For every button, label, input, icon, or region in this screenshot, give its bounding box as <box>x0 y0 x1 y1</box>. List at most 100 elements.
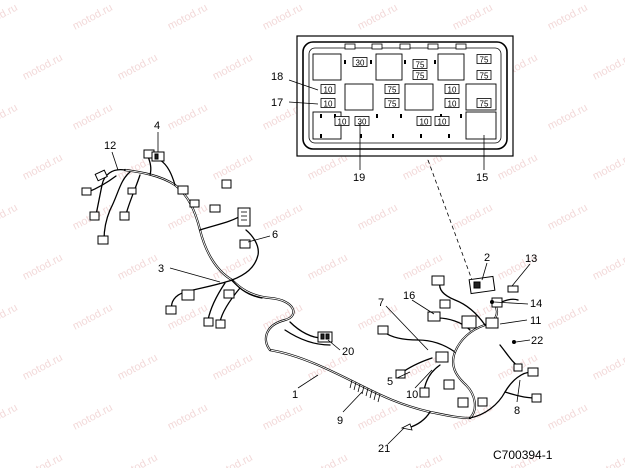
callout-16: 16 <box>403 290 415 302</box>
fuse-slot <box>434 116 450 126</box>
callout-9: 9 <box>337 415 343 427</box>
callout-13: 13 <box>525 253 537 265</box>
fuse-rating-label: 75 <box>480 56 489 65</box>
fuse-slot <box>320 84 336 94</box>
callout-11: 11 <box>530 315 541 327</box>
callout-5: 5 <box>387 376 393 388</box>
watermark-text: motod.ru <box>546 2 590 33</box>
watermark-text: motod.ru <box>71 2 115 33</box>
fuse-slot <box>352 57 368 67</box>
callout-1: 1 <box>292 389 298 401</box>
wiring-harness <box>87 155 536 429</box>
watermark-text: motod.ru <box>0 102 20 133</box>
callout-2: 2 <box>484 252 490 264</box>
relay-cavity <box>375 53 403 81</box>
watermark-text: motod.ru <box>306 252 350 283</box>
fuse-rating-label: 10 <box>420 118 429 127</box>
watermark-text: motod.ru <box>261 2 305 33</box>
fuse-rating-label: 75 <box>388 86 397 95</box>
callout-3: 3 <box>158 263 164 275</box>
watermark-text: motod.ru <box>356 402 400 433</box>
watermark-text: motod.ru <box>591 352 625 383</box>
relay-cavity <box>312 53 342 81</box>
callout-7: 7 <box>378 297 384 309</box>
fuse-slot <box>320 98 336 108</box>
watermark-text: motod.ru <box>211 152 255 183</box>
watermark-text: motod.ru <box>306 452 350 468</box>
watermark-text: motod.ru <box>546 202 590 233</box>
watermark-text: motod.ru <box>116 352 160 383</box>
fuse-rating-label: 10 <box>438 118 447 127</box>
callout-20: 20 <box>342 346 354 358</box>
watermark-text: motod.ru <box>166 102 210 133</box>
callout-12: 12 <box>104 140 116 152</box>
fuse-rating-label: 75 <box>480 100 489 109</box>
callout-8: 8 <box>514 405 520 417</box>
fuse-slot <box>412 70 428 80</box>
watermark-text: motod.ru <box>211 352 255 383</box>
callout-19: 19 <box>353 172 365 184</box>
watermark-text: motod.ru <box>546 302 590 333</box>
fuse-rating-label: 10 <box>338 118 347 127</box>
watermark-text: motod.ru <box>261 202 305 233</box>
watermark-text: motod.ru <box>401 452 445 468</box>
watermark-text: motod.ru <box>166 202 210 233</box>
watermark-text: motod.ru <box>116 252 160 283</box>
fuse-rating-label: 30 <box>356 59 365 68</box>
watermark-text: motod.ru <box>21 252 65 283</box>
callout-10: 10 <box>406 389 418 401</box>
watermark-text: motod.ru <box>166 402 210 433</box>
fuse-rating-label: 10 <box>448 100 457 109</box>
fuse-rating-label: 75 <box>416 61 425 70</box>
watermark-text: motod.ru <box>21 352 65 383</box>
watermark-text: motod.ru <box>71 402 115 433</box>
watermark-text: motod.ru <box>116 452 160 468</box>
callout-14: 14 <box>530 298 542 310</box>
watermark-text: motod.ru <box>261 402 305 433</box>
fuse-slot <box>384 84 400 94</box>
watermark-text: motod.ru <box>591 452 625 468</box>
fuse-rating-label: 30 <box>358 118 367 127</box>
watermark-text: motod.ru <box>71 302 115 333</box>
watermark-text: motod.ru <box>0 202 20 233</box>
watermark-text: motod.ru <box>451 2 495 33</box>
fuse-rating-label: 10 <box>448 86 457 95</box>
watermark-text: motod.ru <box>21 152 65 183</box>
fuse-rating-label: 75 <box>416 72 425 81</box>
watermark-text: motod.ru <box>71 102 115 133</box>
fuse-slot <box>444 98 460 108</box>
callout-18: 18 <box>271 71 283 83</box>
watermark-text: motod.ru <box>451 202 495 233</box>
watermark-text: motod.ru <box>356 202 400 233</box>
watermark-text: motod.ru <box>591 252 625 283</box>
watermark-text: motod.ru <box>356 2 400 33</box>
watermark-text: motod.ru <box>546 402 590 433</box>
fuse-rating-label: 10 <box>324 100 333 109</box>
watermark-text: motod.ru <box>166 2 210 33</box>
relay-cavity <box>437 53 465 81</box>
watermark-text: motod.ru <box>211 452 255 468</box>
callout-22: 22 <box>531 335 543 347</box>
callout-15: 15 <box>476 172 488 184</box>
fuse-slot <box>384 98 400 108</box>
connectors <box>81 149 542 431</box>
relay-cavity <box>344 83 374 111</box>
relay-cavity <box>465 111 497 140</box>
watermark-text: motod.ru <box>591 52 625 83</box>
drawing-code: C700394-1 <box>493 448 553 462</box>
relay-cavity <box>404 83 434 111</box>
fuse-slot <box>416 116 432 126</box>
watermark-text: motod.ru <box>591 152 625 183</box>
fuse-rating-label: 75 <box>480 72 489 81</box>
watermark-text: motod.ru <box>546 102 590 133</box>
fuse-slot <box>476 98 492 108</box>
watermark-text: motod.ru <box>211 52 255 83</box>
fuse-slot <box>354 116 370 126</box>
watermark-text: motod.ru <box>0 2 20 33</box>
fuse-slot <box>334 116 350 126</box>
fuse-slot <box>476 70 492 80</box>
fuse-slot <box>412 59 428 69</box>
